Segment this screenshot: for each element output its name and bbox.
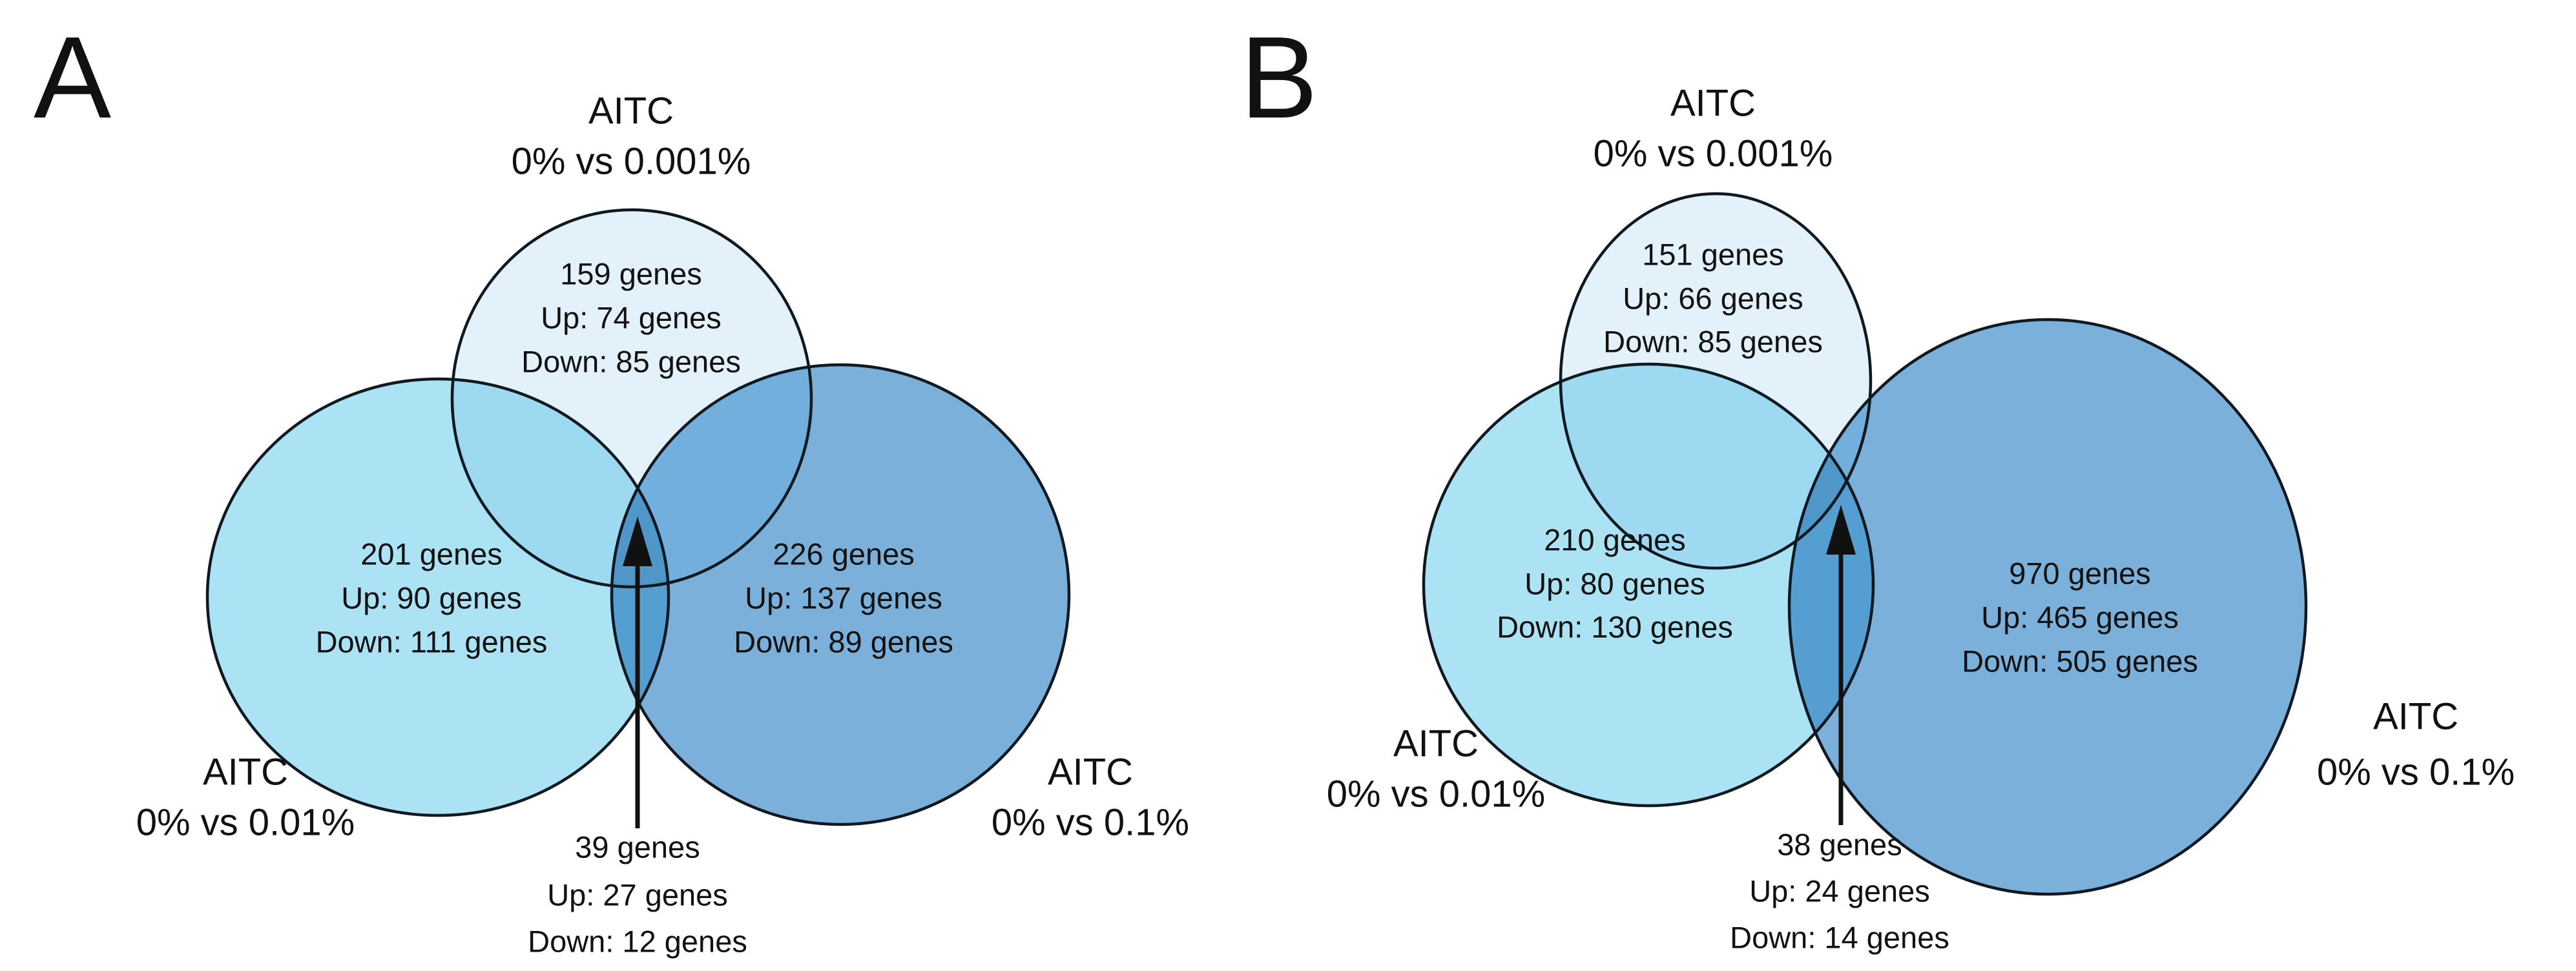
- panel-b-right-count-down: Down: 505 genes: [1962, 644, 2198, 679]
- panel-b-top-circle-outline: [1559, 192, 1873, 570]
- panel-a-right-label-name: AITC: [1048, 751, 1133, 793]
- panel-a-center-count-down: Down: 12 genes: [528, 925, 747, 959]
- panel-a-center-count-up: Up: 27 genes: [547, 878, 728, 912]
- panel-a-left-count-up: Up: 90 genes: [341, 581, 522, 615]
- panel-a-right-circle-outline: [610, 363, 1071, 826]
- panel-b-right-count-total: 970 genes: [2009, 557, 2151, 591]
- panel-a-top-count-up: Up: 74 genes: [541, 301, 722, 335]
- panel-a-top-label-name: AITC: [588, 90, 674, 132]
- panel-a-top-count-down: Down: 85 genes: [521, 345, 741, 379]
- panel-a: A AITC 0% vs 0.001% 159 genes Up: 74 gen…: [34, 13, 1189, 959]
- panel-a-right-count-down: Down: 89 genes: [734, 625, 953, 659]
- panel-a-left-count-total: 201 genes: [360, 537, 503, 571]
- panel-b-center-count-total: 38 genes: [1777, 828, 1902, 862]
- panel-a-center-count-total: 39 genes: [575, 830, 700, 864]
- panel-a-top-label-comparison: 0% vs 0.001%: [512, 141, 751, 183]
- panel-b-right-circle-outline: [1787, 318, 2308, 896]
- panel-b: B AITC 0% vs 0.001% 151 genes Up: 66 gen…: [1240, 13, 2515, 955]
- panel-b-letter: B: [1240, 13, 1318, 143]
- panel-b-top-left-overlap: [1561, 364, 1871, 568]
- panel-b-center-count-up: Up: 24 genes: [1749, 874, 1930, 908]
- panel-b-left-label-name: AITC: [1393, 723, 1479, 765]
- panel-a-left-circle-outline: [205, 377, 670, 817]
- panel-b-top-count-up: Up: 66 genes: [1623, 281, 1803, 316]
- panel-b-top-label-name: AITC: [1670, 83, 1756, 125]
- panel-b-left-count-down: Down: 130 genes: [1497, 610, 1733, 644]
- panel-b-right-label-comparison: 0% vs 0.1%: [2317, 751, 2515, 793]
- panel-a-right-count-up: Up: 137 genes: [745, 581, 942, 615]
- panel-b-right-count-up: Up: 465 genes: [1981, 600, 2179, 635]
- panel-b-left-label-comparison: 0% vs 0.01%: [1327, 773, 1546, 815]
- panel-b-center-count-down: Down: 14 genes: [1730, 921, 1949, 955]
- panel-a-top-count-total: 159 genes: [560, 257, 702, 291]
- panel-b-top-count-total: 151 genes: [1642, 238, 1784, 272]
- panel-b-right-label-name: AITC: [2373, 696, 2458, 738]
- panel-b-right-circle-fill: [1789, 320, 2306, 894]
- panel-a-right-label-comparison: 0% vs 0.1%: [992, 802, 1189, 844]
- panel-a-left-label-comparison: 0% vs 0.01%: [136, 802, 355, 844]
- panel-a-right-count-total: 226 genes: [773, 537, 915, 571]
- panel-b-left-count-total: 210 genes: [1544, 523, 1686, 557]
- panel-a-letter: A: [34, 13, 111, 143]
- panel-b-left-count-up: Up: 80 genes: [1524, 567, 1705, 601]
- panel-b-top-label-comparison: 0% vs 0.001%: [1594, 133, 1833, 175]
- panel-b-top-count-down: Down: 85 genes: [1603, 325, 1823, 359]
- panel-a-left-count-down: Down: 111 genes: [316, 625, 548, 659]
- panel-a-top-circle-outline: [450, 208, 813, 589]
- panel-a-left-label-name: AITC: [203, 751, 288, 793]
- panel-b-left-circle-outline: [1422, 362, 1875, 808]
- panel-b-arrow-head-icon: [1826, 505, 1856, 555]
- panel-a-arrow-head-icon: [623, 516, 652, 566]
